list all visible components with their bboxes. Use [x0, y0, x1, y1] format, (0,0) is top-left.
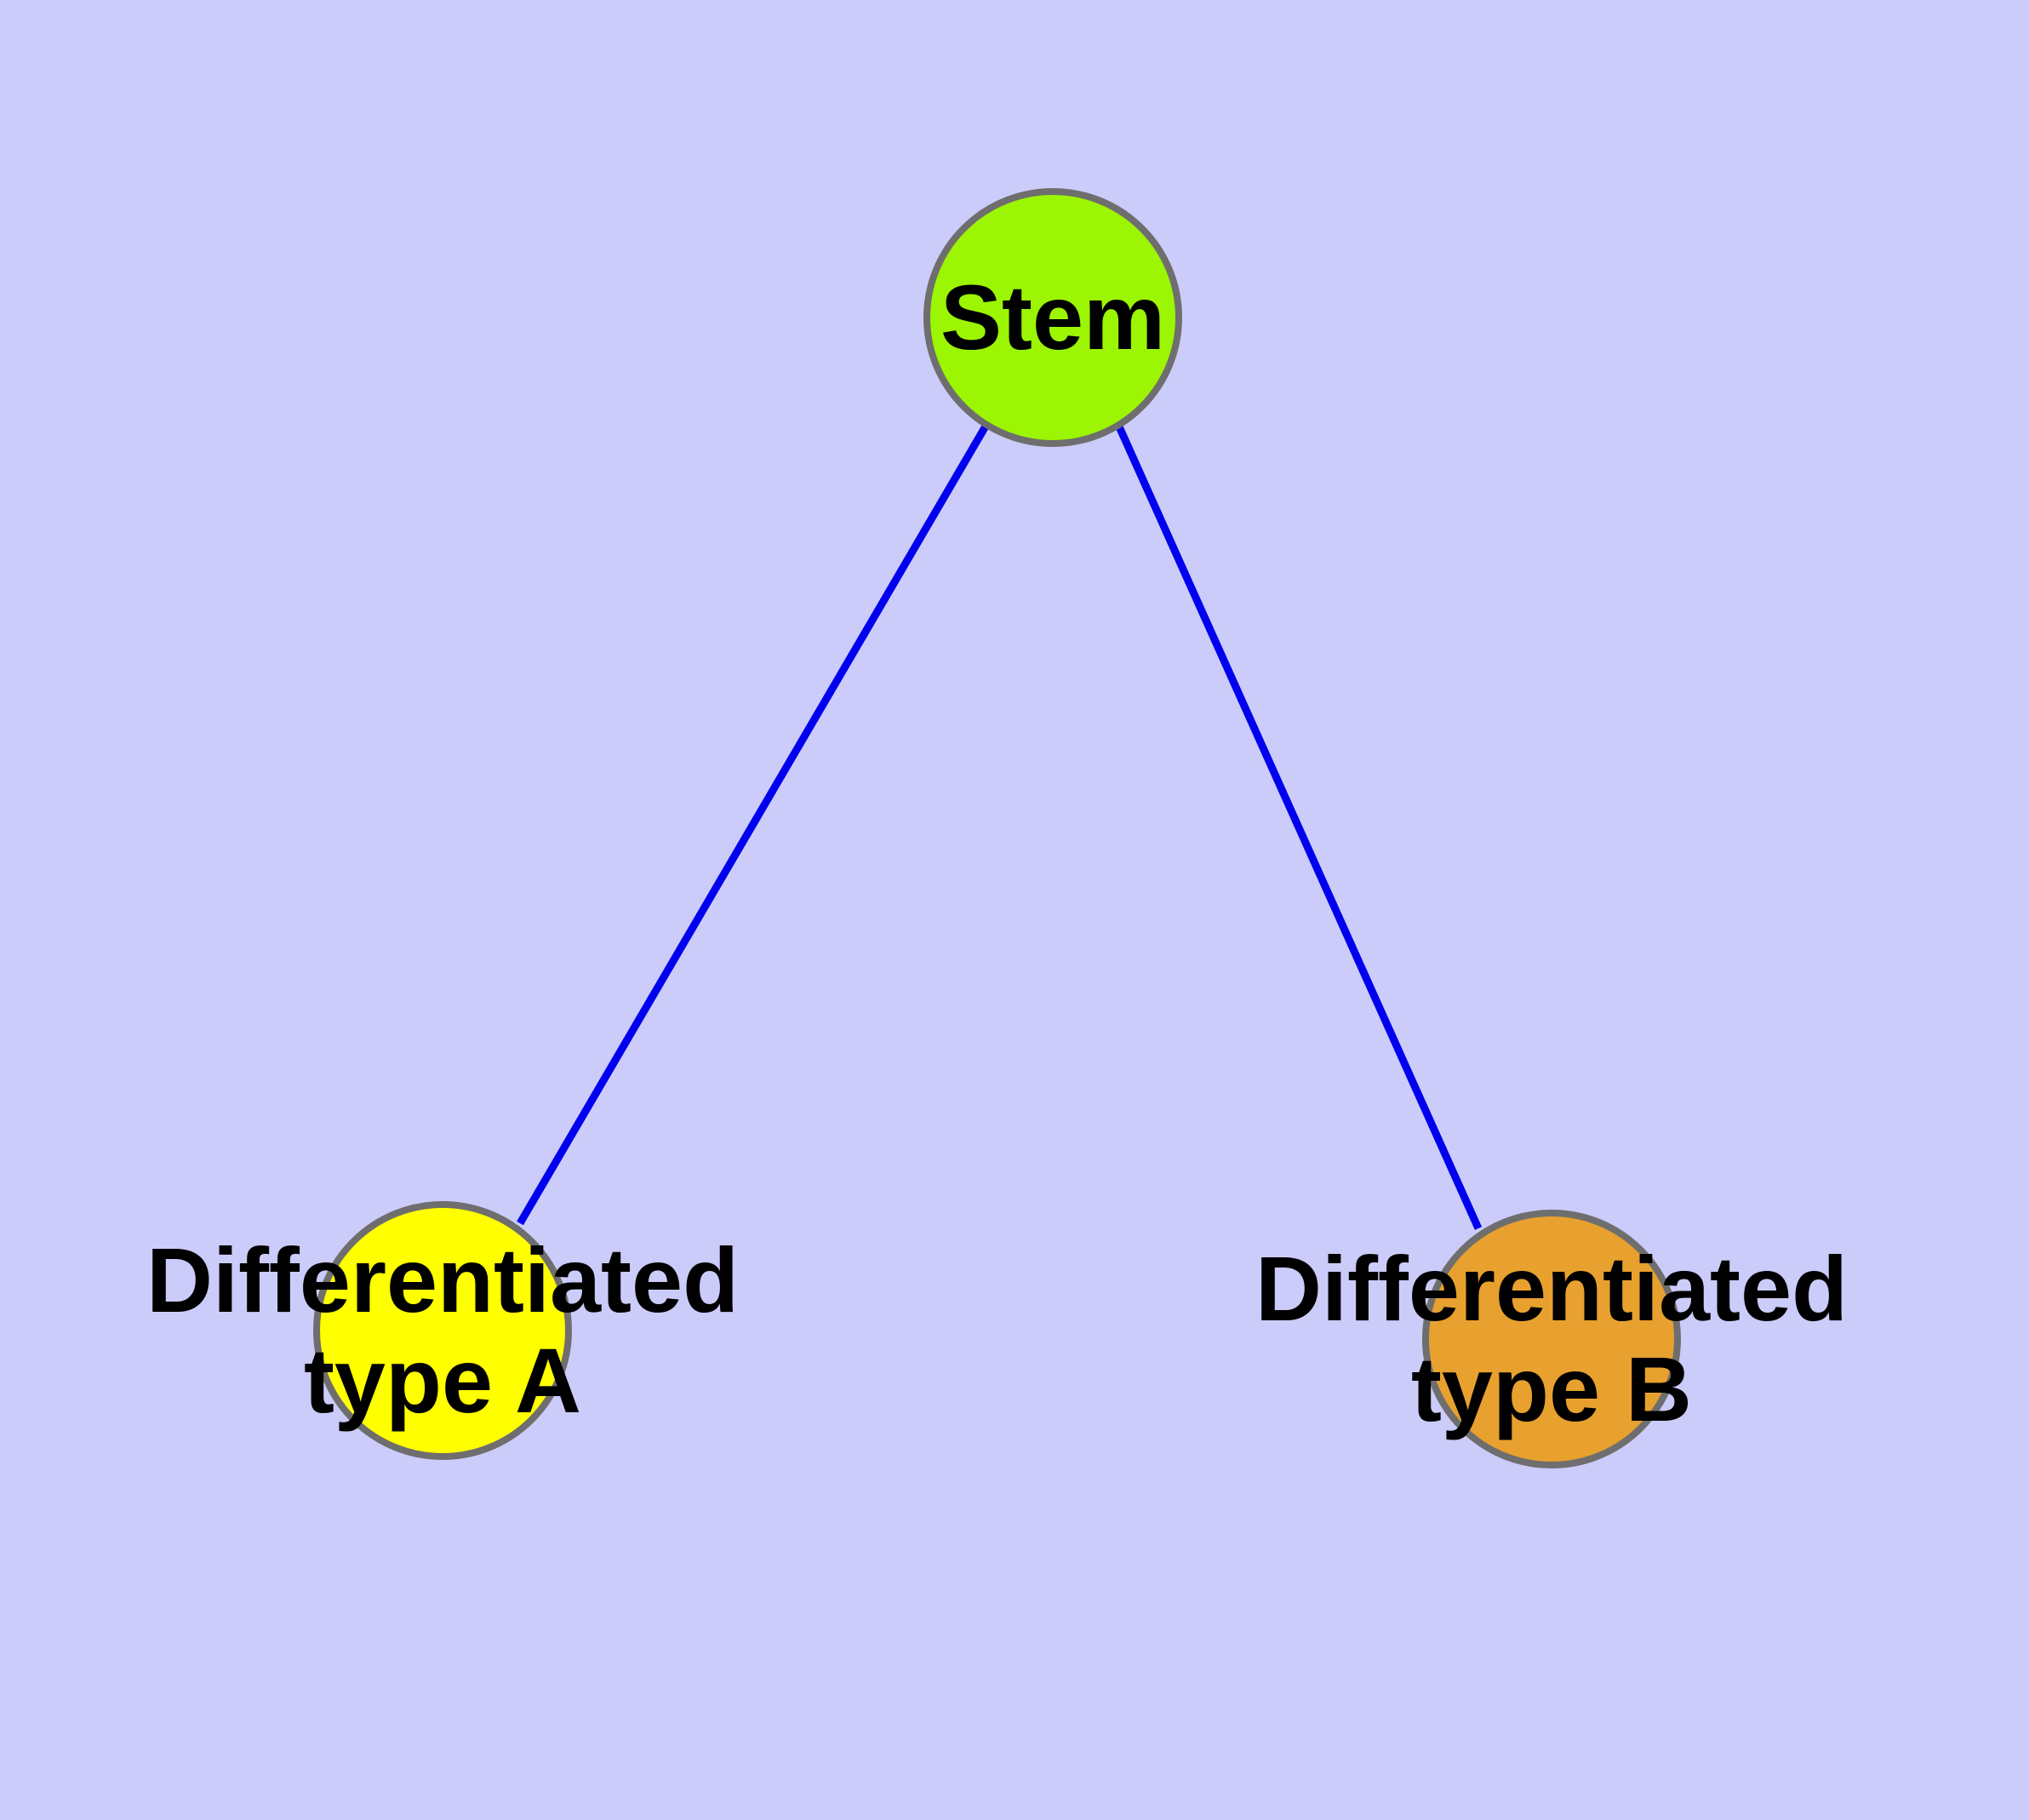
edge-stem-to-diff-b[interactable] — [1114, 423, 1483, 1230]
node-differentiated-type-a[interactable] — [313, 1201, 572, 1460]
edge-stem-to-diff-a[interactable] — [517, 422, 990, 1226]
node-layer — [313, 188, 1681, 1468]
node-stem[interactable] — [923, 188, 1182, 447]
node-differentiated-type-b[interactable] — [1422, 1210, 1681, 1468]
edge-layer — [517, 422, 1483, 1230]
